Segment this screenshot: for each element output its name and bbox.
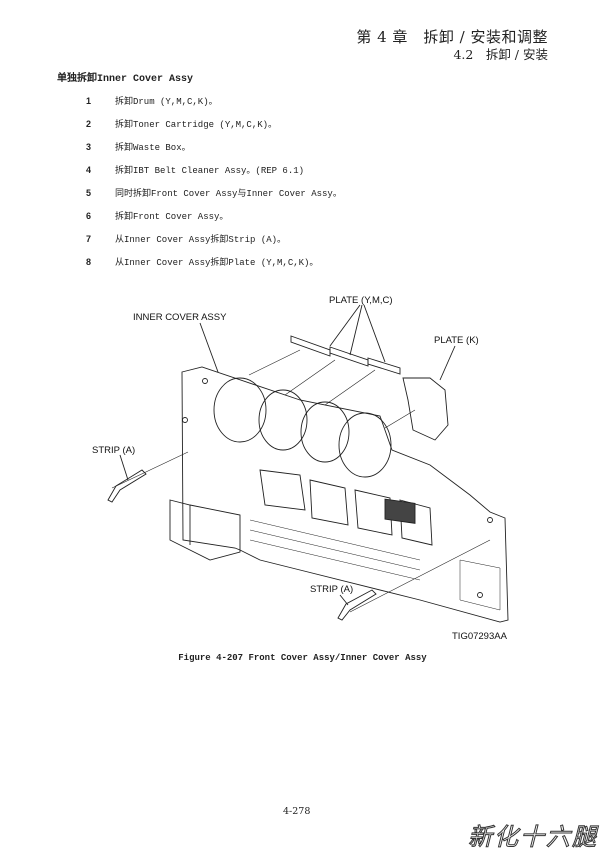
section-header: 4.2 拆卸 / 安装	[453, 47, 548, 62]
step-text: 同时拆卸Front Cover Assy与Inner Cover Assy。	[115, 189, 342, 199]
figure-caption: Figure 4-207 Front Cover Assy/Inner Cove…	[178, 653, 427, 663]
procedure-step: 1 拆卸Drum (Y,M,C,K)。	[86, 94, 218, 107]
procedure-step: 7 从Inner Cover Assy拆卸Strip (A)。	[86, 232, 286, 245]
step-number: 2	[86, 119, 92, 129]
step-number: 6	[86, 211, 92, 221]
step-text: 拆卸Toner Cartridge (Y,M,C,K)。	[115, 120, 278, 130]
step-number: 5	[86, 188, 92, 198]
label-plate-k: PLATE (K)	[434, 335, 479, 346]
step-number: 1	[86, 96, 92, 106]
watermark: 新化十六腿	[468, 823, 598, 852]
step-text: 拆卸Drum (Y,M,C,K)。	[115, 97, 218, 107]
procedure-step: 5 同时拆卸Front Cover Assy与Inner Cover Assy。	[86, 186, 342, 199]
procedure-step: 3 拆卸Waste Box。	[86, 140, 191, 153]
label-inner-cover-assy: INNER COVER ASSY	[133, 312, 227, 323]
figure-id: TIG07293AA	[452, 631, 507, 642]
step-number: 7	[86, 234, 92, 244]
step-text: 拆卸IBT Belt Cleaner Assy。(REP 6.1)	[115, 166, 305, 176]
procedure-step: 2 拆卸Toner Cartridge (Y,M,C,K)。	[86, 117, 277, 130]
label-strip-a-bottom: STRIP (A)	[310, 584, 354, 595]
step-number: 8	[86, 257, 92, 267]
step-number: 4	[86, 165, 92, 175]
step-number: 3	[86, 142, 92, 152]
procedure-title: 单独拆卸Inner Cover Assy	[57, 74, 194, 85]
label-plate-ymc: PLATE (Y,M,C)	[329, 295, 393, 306]
step-text: 拆卸Front Cover Assy。	[115, 212, 229, 222]
page-number: 4-278	[283, 806, 311, 817]
step-text: 拆卸Waste Box。	[115, 143, 191, 153]
chapter-header: 第 4 章 拆卸 / 安装和调整	[356, 28, 548, 46]
procedure-step: 8 从Inner Cover Assy拆卸Plate (Y,M,C,K)。	[86, 255, 318, 268]
procedure-step: 4 拆卸IBT Belt Cleaner Assy。(REP 6.1)	[86, 163, 304, 176]
step-text: 从Inner Cover Assy拆卸Strip (A)。	[115, 235, 287, 245]
label-strip-a-left: STRIP (A)	[92, 445, 136, 456]
procedure-step: 6 拆卸Front Cover Assy。	[86, 209, 228, 222]
step-text: 从Inner Cover Assy拆卸Plate (Y,M,C,K)。	[115, 258, 319, 268]
